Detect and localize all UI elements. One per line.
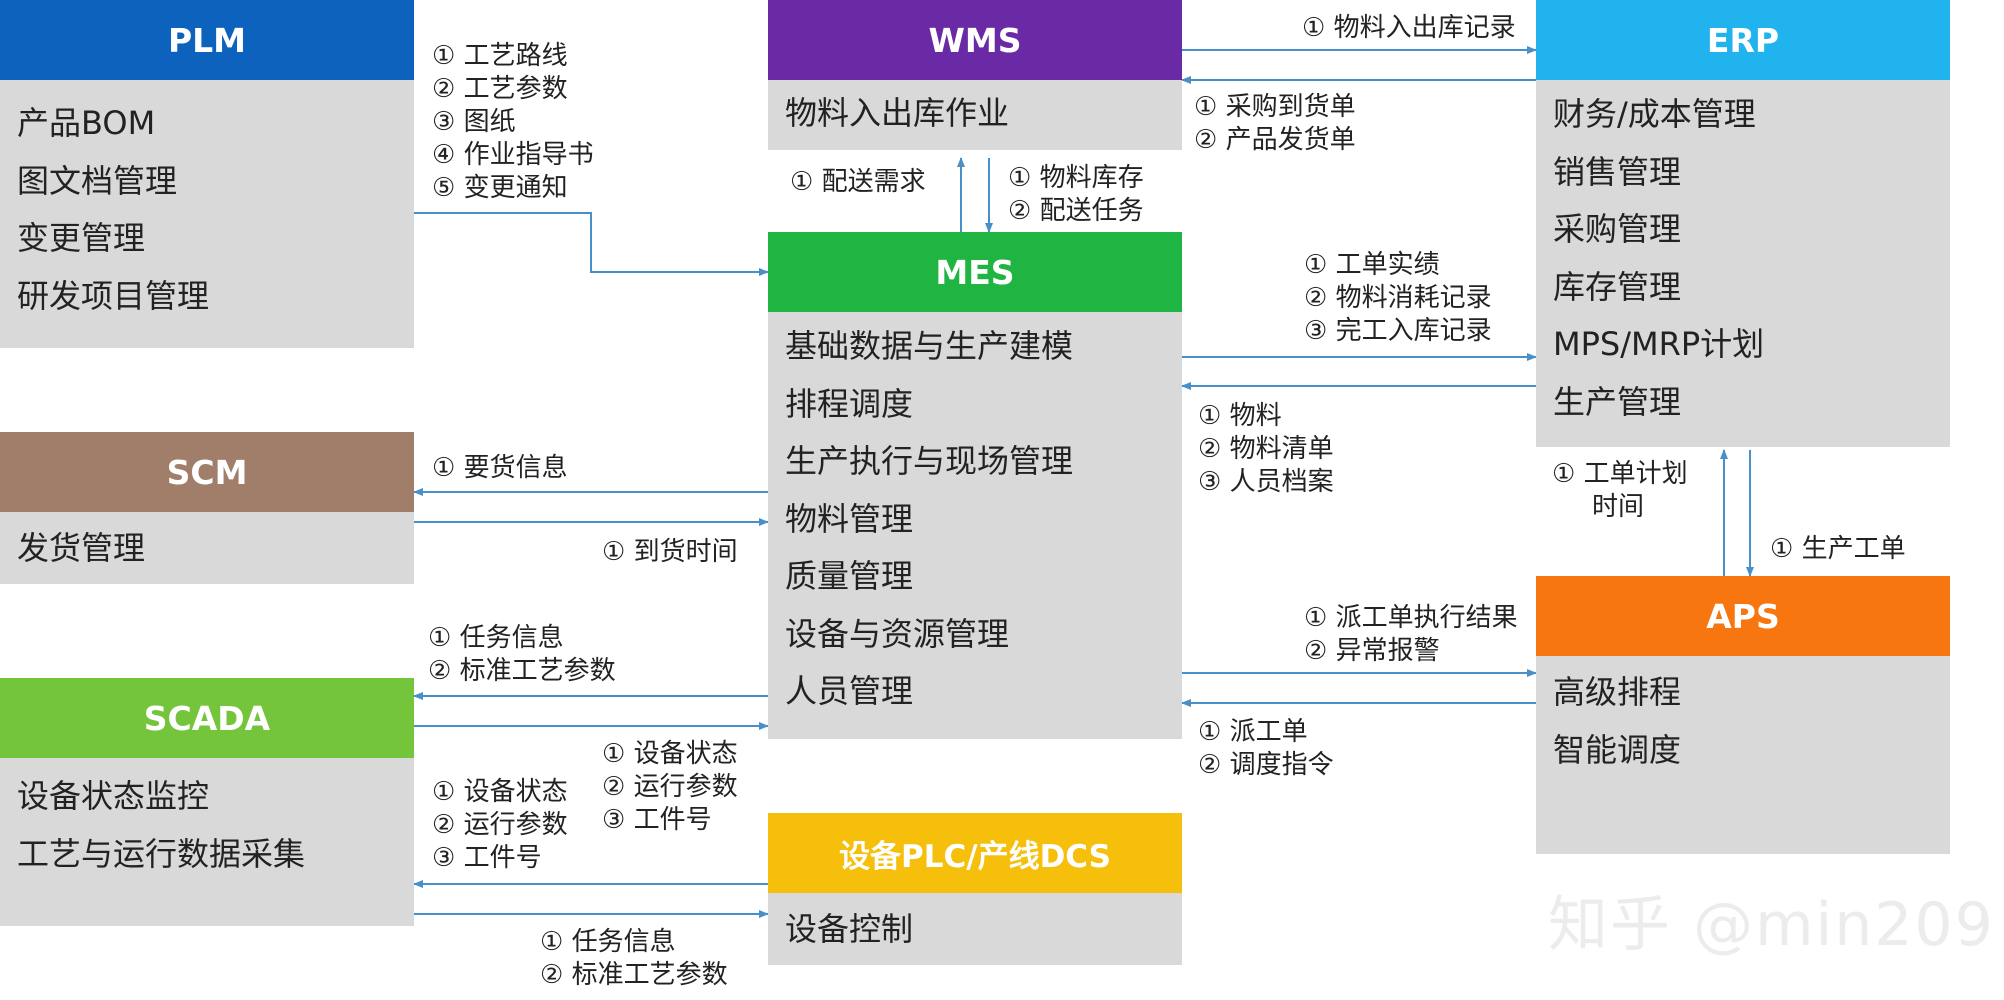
- erp-item: 库存管理: [1553, 267, 1682, 306]
- wms-item: 物料入出库作业: [785, 94, 1010, 132]
- wms-title: WMS: [768, 0, 1182, 80]
- label-plm-to-mes: ① 工艺路线 ② 工艺参数 ③ 图纸 ④ 作业指导书 ⑤ 变更通知: [432, 41, 594, 203]
- label-scada-to-mes: ① 设备状态 ② 运行参数 ③ 工件号: [602, 739, 738, 835]
- plm-box: PLM 产品BOM 图文档管理 变更管理 研发项目管理: [0, 0, 414, 348]
- erp-item: MPS/MRP计划: [1553, 325, 1765, 363]
- aps-item: 高级排程: [1553, 673, 1682, 711]
- mes-item: 质量管理: [785, 557, 914, 595]
- label-mes-to-aps: ① 派工单执行结果 ② 异常报警: [1304, 603, 1518, 666]
- plm-item: 研发项目管理: [17, 276, 210, 315]
- label-wms-to-mes: ① 物料库存 ② 配送任务: [1008, 163, 1144, 226]
- mes-item: 人员管理: [785, 672, 914, 710]
- erp-item: 采购管理: [1553, 210, 1682, 248]
- label-scm-to-mes: ① 到货时间: [602, 537, 738, 567]
- label-plc-to-scada: ① 设备状态 ② 运行参数 ③ 工件号: [432, 777, 568, 873]
- plm-title: PLM: [0, 0, 414, 80]
- erp-title: ERP: [1536, 0, 1950, 80]
- mes-item: 排程调度: [785, 384, 914, 423]
- plc-item: 设备控制: [785, 910, 914, 948]
- erp-item: 生产管理: [1553, 382, 1682, 421]
- plc-box: 设备PLC/产线DCS 设备控制: [768, 813, 1182, 965]
- plm-item: 变更管理: [17, 219, 146, 257]
- arrow-plm-to-mes: [414, 212, 769, 276]
- scada-box: SCADA 设备状态监控 工艺与运行数据采集: [0, 678, 414, 926]
- mes-item: 生产执行与现场管理: [785, 442, 1074, 480]
- mes-box: MES 基础数据与生产建模 排程调度 生产执行与现场管理 物料管理 质量管理 设…: [768, 232, 1182, 739]
- label-mes-to-scada: ① 任务信息 ② 标准工艺参数: [428, 623, 616, 686]
- plm-item: 图文档管理: [17, 161, 178, 200]
- label-mes-to-erp: ① 工单实绩 ② 物料消耗记录 ③ 完工入库记录: [1304, 250, 1492, 346]
- mes-item: 基础数据与生产建模: [785, 327, 1074, 365]
- watermark: 知乎 @min209: [1548, 890, 1995, 960]
- scm-title: SCM: [0, 432, 414, 512]
- plm-item: 产品BOM: [17, 104, 156, 142]
- mes-title: MES: [768, 232, 1182, 312]
- scm-box: SCM 发货管理: [0, 432, 414, 584]
- plc-title: 设备PLC/产线DCS: [768, 813, 1182, 893]
- label-mes-to-scm: ① 要货信息: [432, 453, 568, 483]
- label-mes-to-wms: ① 配送需求: [790, 167, 926, 197]
- aps-item: 智能调度: [1553, 730, 1682, 769]
- label-erp-to-aps: ① 生产工单: [1770, 534, 1906, 564]
- label-aps-to-erp: ① 工单计划 时间: [1552, 459, 1688, 522]
- aps-box: APS 高级排程 智能调度: [1536, 576, 1950, 854]
- label-erp-to-mes: ① 物料 ② 物料清单 ③ 人员档案: [1198, 401, 1334, 497]
- scada-title: SCADA: [0, 678, 414, 758]
- label-aps-to-mes: ① 派工单 ② 调度指令: [1198, 717, 1334, 780]
- label-scada-to-plc: ① 任务信息 ② 标准工艺参数: [540, 927, 728, 990]
- scada-item: 工艺与运行数据采集: [17, 834, 306, 873]
- wms-box: WMS 物料入出库作业: [768, 0, 1182, 150]
- scada-item: 设备状态监控: [17, 777, 210, 815]
- mes-item: 物料管理: [785, 499, 914, 538]
- scm-item: 发货管理: [17, 529, 146, 567]
- mes-item: 设备与资源管理: [785, 614, 1010, 653]
- aps-title: APS: [1536, 576, 1950, 656]
- erp-box: ERP 财务/成本管理 销售管理 采购管理 库存管理 MPS/MRP计划 生产管…: [1536, 0, 1950, 447]
- label-wms-to-erp: ① 物料入出库记录: [1302, 13, 1516, 43]
- erp-item: 销售管理: [1553, 152, 1682, 191]
- erp-item: 财务/成本管理: [1553, 95, 1756, 133]
- label-erp-to-wms: ① 采购到货单 ② 产品发货单: [1194, 92, 1356, 155]
